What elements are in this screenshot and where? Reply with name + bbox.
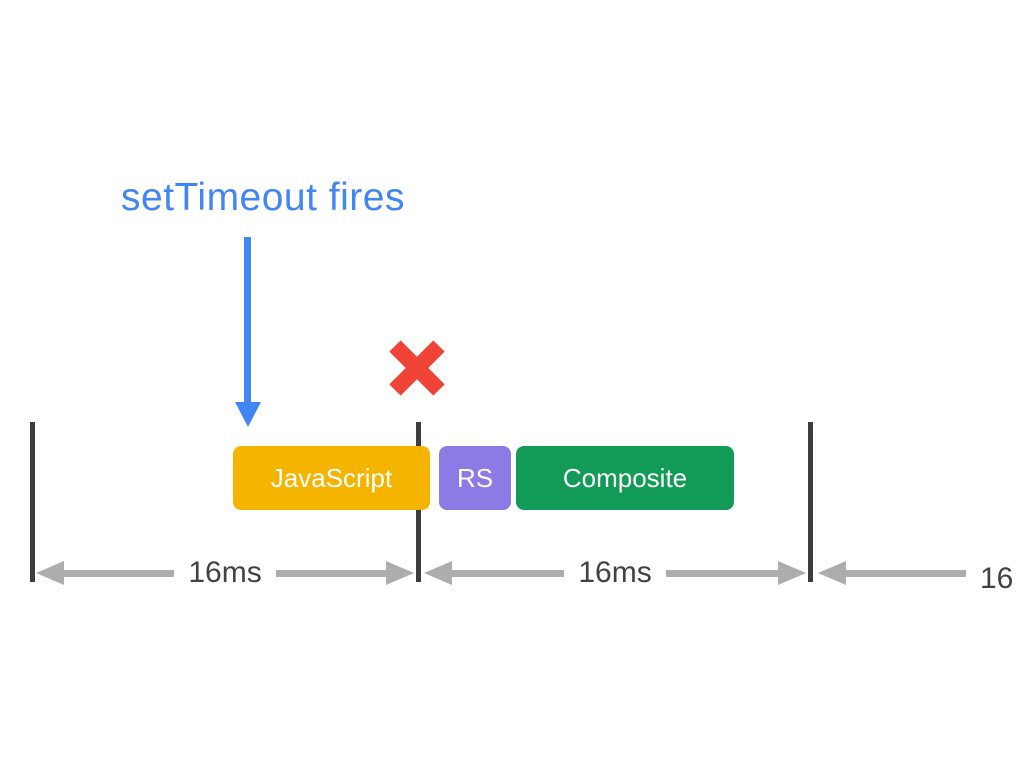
frame-boundary-line-1 (30, 422, 35, 582)
frame-duration-label: 16ms (188, 556, 262, 589)
frame-duration-arrow-1: 16ms (36, 554, 415, 592)
rs-block: RS (439, 446, 511, 510)
x-stroke (389, 340, 445, 396)
arrow-shaft (846, 569, 966, 577)
down-arrow-icon (244, 237, 251, 403)
composite-block: Composite (516, 446, 734, 510)
arrowhead-right-icon (778, 561, 807, 585)
arrow-shaft (275, 569, 387, 577)
arrowhead-left-icon (818, 561, 846, 585)
frame-boundary-line-3 (808, 422, 813, 582)
dropped-frame-x-icon (389, 340, 445, 396)
frame-duration-label: 16ms (578, 556, 652, 589)
frame-duration-arrow-2: 16ms (424, 554, 807, 592)
arrowhead-left-icon (36, 561, 64, 585)
javascript-block: JavaScript (233, 446, 430, 510)
settimeout-fires-label: setTimeout fires (121, 176, 405, 219)
arrow-shaft (665, 569, 779, 577)
frame-duration-arrow-3: 16 (818, 554, 1024, 595)
down-arrow-head-icon (235, 402, 261, 427)
frame-duration-label: 16 (980, 562, 1014, 595)
arrowhead-right-icon (386, 561, 415, 585)
arrowhead-left-icon (424, 561, 452, 585)
arrow-shaft (64, 569, 175, 577)
arrow-shaft (452, 569, 565, 577)
